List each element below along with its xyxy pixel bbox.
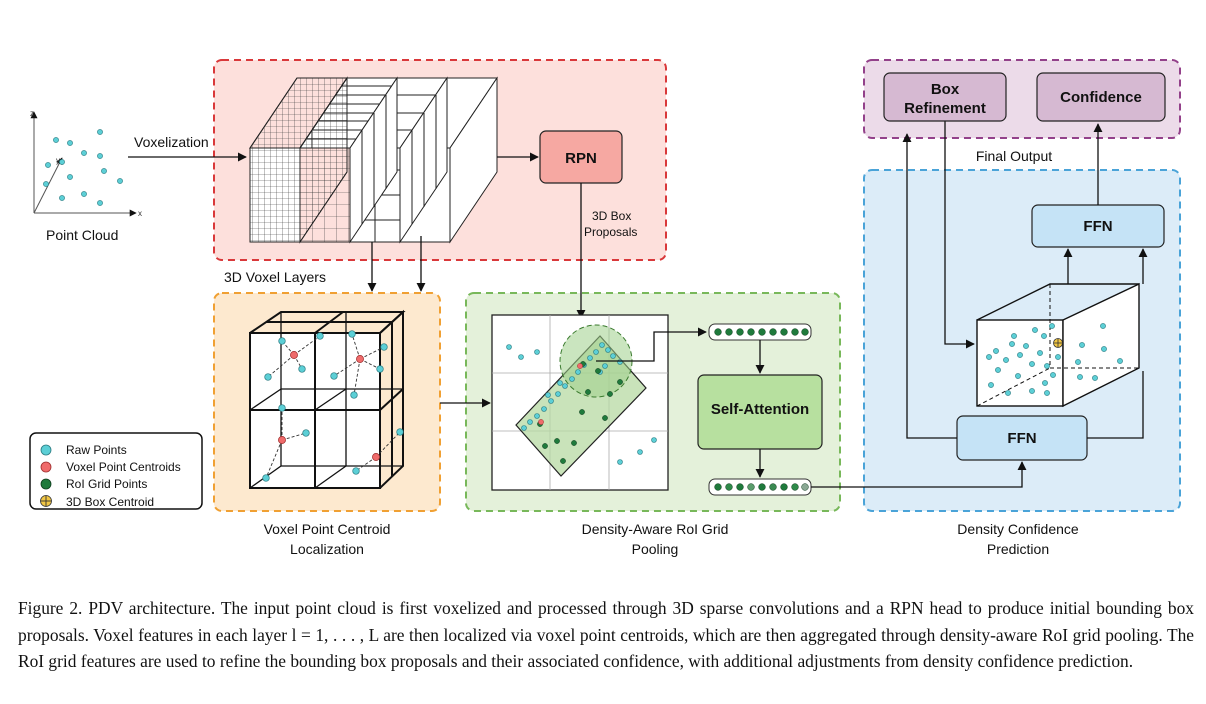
proposals-label-1: 3D Box	[592, 209, 631, 223]
box-refinement-label-1: Box	[931, 81, 960, 98]
centroid-links	[265, 333, 401, 479]
legend-box-centroid-icon	[40, 495, 52, 507]
bottom-feature-vector	[708, 478, 812, 496]
features-to-ffn-path	[811, 461, 1027, 488]
self-attention-label: Self-Attention	[711, 401, 809, 418]
axis-y-label: y	[56, 156, 60, 165]
pooled-feature-path	[596, 327, 707, 362]
ffn-bottom-to-ffn-top	[1087, 371, 1144, 439]
density-box-points	[986, 323, 1123, 396]
box-centroid-marker	[1053, 338, 1063, 348]
rpn-label: RPN	[565, 150, 597, 167]
self-attention-block: Self-Attention	[697, 374, 823, 450]
box-refinement-label-2: Refinement	[904, 100, 986, 117]
ffn-bottom-label: FFN	[1007, 430, 1036, 447]
legend-roi-swatch	[40, 478, 52, 490]
legend-centroid-swatch	[40, 461, 52, 473]
density-section-label-2: Prediction	[987, 541, 1049, 557]
voxel-point-centroids	[278, 351, 380, 461]
ffn-bottom-to-box-refinement	[902, 133, 957, 439]
legend-roi-grid-points: RoI Grid Points	[66, 477, 147, 491]
ffn-bottom-block: FFN	[956, 415, 1088, 461]
confidence-block: Confidence	[1036, 72, 1166, 122]
centroid-voxel-grid	[249, 309, 406, 489]
point-cloud-plot: z x y Point Cloud	[30, 109, 142, 243]
proposals-label-2: Proposals	[584, 225, 637, 239]
box-refinement-block: Box Refinement	[883, 72, 1007, 122]
legend-box-centroid: 3D Box Centroid	[66, 495, 154, 509]
density-section-label-1: Density Confidence	[957, 521, 1079, 537]
box-refinement-to-density-box	[944, 120, 975, 349]
centroid-section-label-1: Voxel Point Centroid	[264, 521, 391, 537]
legend-raw-points: Raw Points	[66, 443, 127, 457]
axis-z-label: z	[30, 109, 34, 118]
voxelization-label: Voxelization	[134, 134, 209, 150]
point-cloud-label: Point Cloud	[46, 227, 118, 243]
confidence-label: Confidence	[1060, 89, 1142, 106]
pooling-section-label-2: Pooling	[632, 541, 679, 557]
top-feature-vector	[708, 323, 812, 341]
pooling-section-label-1: Density-Aware RoI Grid	[582, 521, 729, 537]
voxel-layers-label: 3D Voxel Layers	[224, 269, 326, 285]
axis-x-label: x	[138, 209, 142, 218]
voxel-layer-stack	[249, 76, 498, 244]
centroid-section-label-2: Localization	[290, 541, 364, 557]
ffn-top-label: FFN	[1083, 218, 1112, 235]
legend-voxel-centroids: Voxel Point Centroids	[66, 460, 181, 474]
figure-caption: Figure 2. PDV architecture. The input po…	[18, 598, 1194, 671]
legend: Raw Points Voxel Point Centroids RoI Gri…	[29, 432, 203, 510]
final-output-label: Final Output	[976, 148, 1052, 164]
centroid-raw-points	[262, 330, 404, 482]
legend-raw-point-swatch	[40, 444, 52, 456]
bev-plot	[491, 314, 669, 491]
ffn-top-block: FFN	[1031, 204, 1165, 248]
rpn-block: RPN	[539, 130, 623, 184]
